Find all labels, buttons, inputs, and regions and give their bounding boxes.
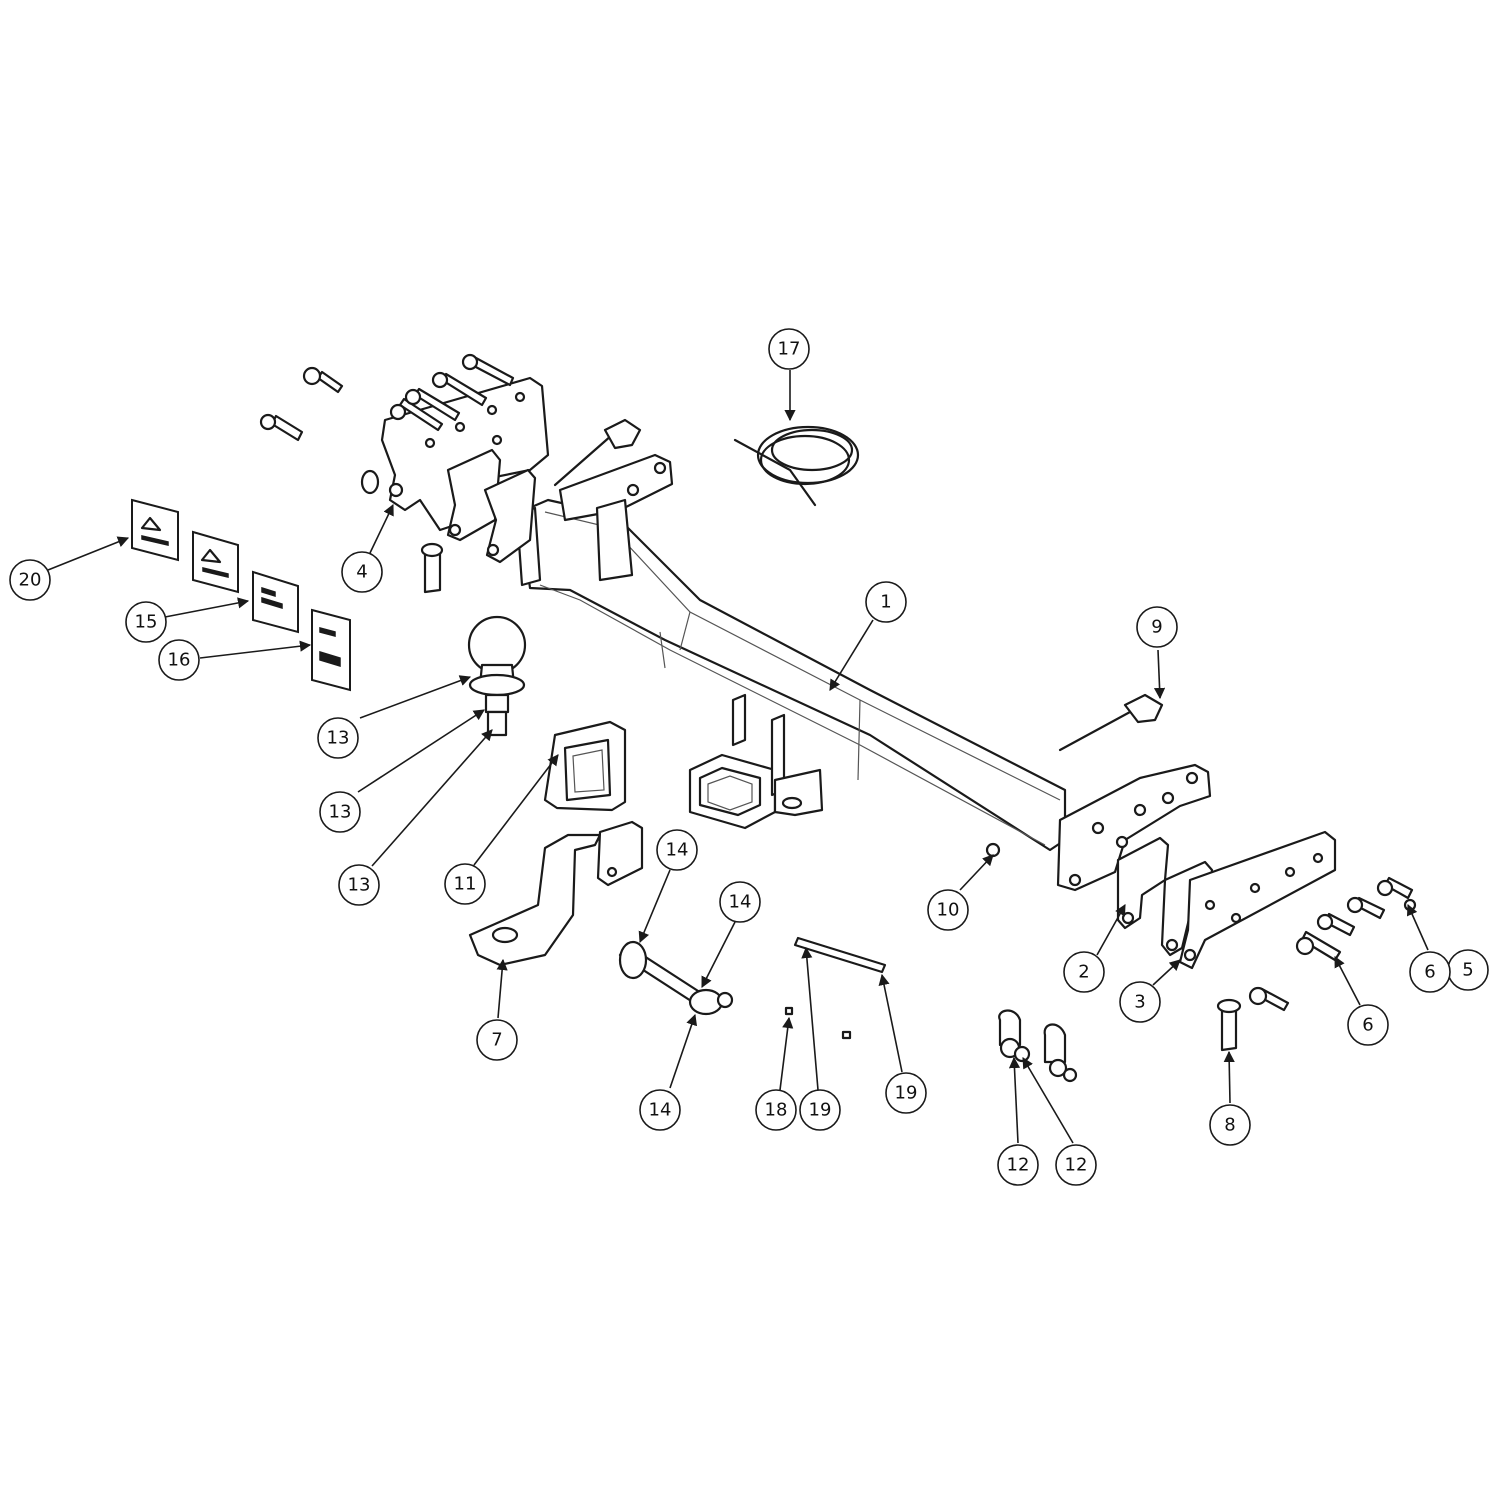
tow-bar-crossmember: [515, 453, 1212, 892]
callout-number: 3: [1134, 992, 1145, 1013]
leader-16: [199, 640, 312, 659]
coiled-cable: [733, 425, 860, 507]
callout-number: 11: [454, 874, 477, 895]
callout-19a: 19: [799, 1089, 841, 1131]
leader-19a: [801, 946, 819, 1091]
callout-number: 13: [329, 802, 352, 823]
callout-2: 2: [1063, 951, 1105, 993]
callout-14b: 14: [719, 881, 761, 923]
tow-ball: [467, 615, 527, 737]
warning-labels: [131, 498, 351, 692]
callout-number: 9: [1151, 617, 1162, 638]
callout-13a: 13: [317, 717, 359, 759]
leader-13a: [359, 675, 472, 719]
leader-13b: [357, 709, 485, 793]
callout-number: 18: [765, 1100, 788, 1121]
callout-12b: 12: [1055, 1144, 1097, 1186]
cable-tie-left: [553, 418, 642, 487]
leader-6a: [1406, 903, 1429, 951]
hitch-cover: [543, 720, 627, 812]
callout-number: 15: [135, 612, 158, 633]
callout-13b: 13: [319, 791, 361, 833]
leader-10: [959, 854, 994, 891]
cable-tie-right: [1058, 693, 1164, 752]
callout-number: 7: [491, 1030, 502, 1051]
leader-9: [1153, 649, 1166, 700]
callout-18: 18: [755, 1089, 797, 1131]
callout-number: 20: [19, 570, 42, 591]
leader-12b: [1022, 1057, 1074, 1144]
callout-number: 14: [666, 840, 689, 861]
left-mounting-bracket: [259, 353, 550, 594]
callout-1: 1: [865, 581, 907, 623]
callout-number: 19: [895, 1083, 918, 1104]
callout-number: 6: [1362, 1015, 1373, 1036]
callout-17: 17: [768, 328, 810, 370]
leader-2: [1096, 904, 1126, 956]
callout-number: 10: [937, 900, 960, 921]
callout-5: 5: [1447, 949, 1489, 991]
callout-13c: 13: [338, 864, 380, 906]
callout-number: 12: [1065, 1155, 1088, 1176]
callout-number: 5: [1462, 960, 1473, 981]
callout-number: 14: [649, 1100, 672, 1121]
leader-3: [1152, 959, 1181, 986]
right-mounting-brackets: [1116, 830, 1337, 970]
ball-mount-drawbar: [468, 820, 644, 967]
leader-13c: [371, 729, 493, 867]
leader-12a: [1008, 1056, 1021, 1144]
callout-number: 17: [778, 339, 801, 360]
hitch-pin: [618, 940, 734, 1016]
small-clip-items: [784, 936, 887, 1040]
leader-14b: [701, 921, 736, 988]
callout-8: 8: [1209, 1104, 1251, 1146]
callout-number: 6: [1424, 962, 1435, 983]
shackles: [998, 1009, 1078, 1083]
callout-14a: 14: [656, 829, 698, 871]
callout-number: 1: [880, 592, 891, 613]
callout-number: 12: [1007, 1155, 1030, 1176]
callout-10: 10: [927, 889, 969, 931]
callout-20: 20: [9, 559, 51, 601]
callout-number: 8: [1224, 1115, 1235, 1136]
callout-15: 15: [125, 601, 167, 643]
callout-6b: 6: [1347, 1004, 1389, 1046]
callouts: 1 2 3 4 5 6 6 7 8 9 10 11 12 12 13 13 13…: [9, 328, 1489, 1186]
callout-number: 14: [729, 892, 752, 913]
leader-20: [47, 536, 130, 571]
callout-19b: 19: [885, 1072, 927, 1114]
leader-1: [829, 619, 874, 691]
callout-16: 16: [158, 639, 200, 681]
leader-lines: [47, 370, 1429, 1144]
leader-15: [164, 597, 250, 618]
bolts-right: [1216, 876, 1417, 1052]
callout-11: 11: [444, 863, 486, 905]
callout-number: 19: [809, 1100, 832, 1121]
leader-7: [496, 958, 508, 1019]
nut-under-bar: [985, 842, 1001, 858]
callout-6a: 6: [1409, 951, 1451, 993]
callout-3: 3: [1119, 981, 1161, 1023]
leader-18: [779, 1016, 794, 1091]
callout-12a: 12: [997, 1144, 1039, 1186]
leader-14c: [669, 1013, 698, 1089]
leader-8: [1223, 1050, 1235, 1104]
callout-9: 9: [1136, 606, 1178, 648]
leader-11: [473, 754, 559, 866]
leader-19b: [878, 973, 903, 1073]
callout-4: 4: [341, 551, 383, 593]
leader-6b: [1334, 956, 1361, 1006]
callout-number: 16: [168, 650, 191, 671]
callout-number: 13: [327, 728, 350, 749]
leader-14a: [638, 869, 671, 944]
leader-4: [369, 503, 394, 554]
callout-number: 4: [356, 562, 367, 583]
callout-7: 7: [476, 1019, 518, 1061]
callout-14c: 14: [639, 1089, 681, 1131]
callout-number: 13: [348, 875, 371, 896]
callout-number: 2: [1078, 962, 1089, 983]
